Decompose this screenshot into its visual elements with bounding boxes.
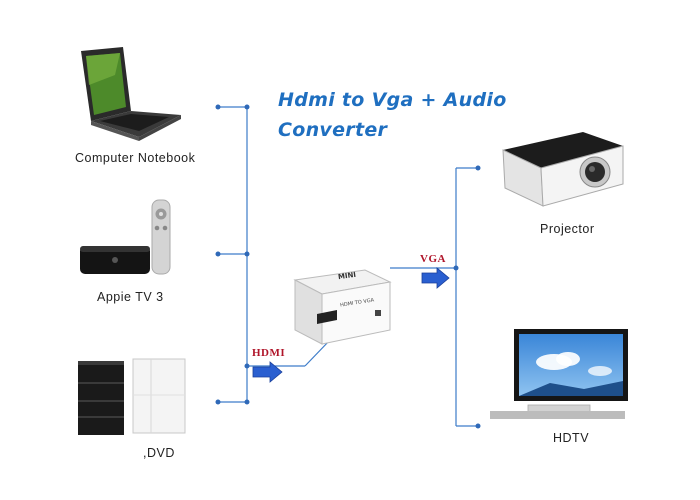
node-dot	[215, 104, 221, 110]
output-connection-label: VGA	[420, 253, 446, 265]
game-console-icon	[78, 358, 186, 435]
node-dot	[244, 363, 250, 369]
node-dot	[244, 399, 250, 405]
source-label-appletv: Appie TV 3	[97, 290, 164, 304]
vga-arrow-icon	[421, 267, 450, 289]
node-dot	[215, 399, 221, 405]
source-label-dvd: ,DVD	[143, 446, 175, 460]
title-line-2: Converter	[278, 119, 388, 141]
projector-icon	[502, 132, 624, 207]
laptop-icon	[81, 47, 181, 141]
diagram-title: Hdmi to Vga + Audio Converter	[278, 85, 538, 145]
apple-tv-icon	[80, 199, 171, 275]
converter-box-icon	[293, 269, 392, 345]
converter-cable-line	[304, 339, 331, 367]
node-dot	[244, 251, 250, 257]
source-label-laptop: Computer Notebook	[75, 151, 196, 165]
output-label-hdtv: HDTV	[553, 431, 590, 445]
node-dot	[215, 251, 221, 257]
node-dot	[244, 104, 250, 110]
title-line-1: Hdmi to Vga + Audio	[278, 89, 507, 111]
hdmi-arrow-icon	[252, 361, 283, 383]
input-connection-label: HDMI	[252, 347, 286, 359]
output-label-projector: Projector	[540, 222, 595, 236]
node-dot	[475, 165, 481, 171]
node-dot	[475, 423, 481, 429]
node-dot	[453, 265, 459, 271]
tv-icon	[490, 329, 628, 419]
